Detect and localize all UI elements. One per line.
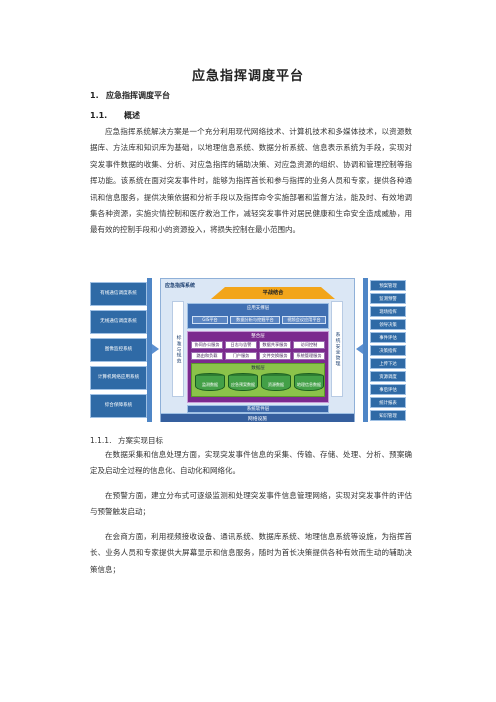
database-label: 资源数据 xyxy=(261,376,291,391)
data-zone-label: 数据层 xyxy=(251,366,265,371)
database-icon: 地理信息数据 xyxy=(294,373,324,393)
right-arrow-icon xyxy=(152,344,159,354)
goal-paragraph-warning: 在预警方面，建立分布式可逐级监测和处理突发事件信息管理网络，实现对突发事件的评估… xyxy=(90,491,412,517)
system-architecture-box: 应急指挥系统 平战结合 标准与规范 系统安全管理 应用支撑层 GIS平台 数据分… xyxy=(160,278,355,422)
right-functions-column: 预案管理 监测预警 现场指挥 领导决策 事件评估 决策指挥 上传下达 资源调度 … xyxy=(370,278,406,422)
left-arrow-icon xyxy=(356,344,363,354)
app-chip: 视频会议应用平台 xyxy=(282,316,326,324)
left-system-box: 综合保障系统 xyxy=(90,394,147,418)
database-label: 地理信息数据 xyxy=(294,376,324,391)
app-chip: 数据分析与挖掘平台 xyxy=(230,316,280,324)
database-label: 监测数据 xyxy=(195,376,225,391)
function-box: 监测预警 xyxy=(370,293,406,304)
service-chip: 文件交换服务 xyxy=(259,352,291,360)
goal-paragraph-data: 在数据采集和信息处理方面，实现突发事件信息的采集、传输、存储、处理、分析、预案确… xyxy=(90,450,412,476)
function-box: 统计报表 xyxy=(370,397,406,408)
heading-3-number: 1.1.1. xyxy=(90,436,112,445)
service-chip: 系统管理服务 xyxy=(293,352,325,360)
heading-3: 1.1.1. 方案实现目标 xyxy=(90,435,163,446)
database-label: 应急预案数据 xyxy=(228,376,258,391)
heading-1: 1. 应急指挥调度平台 xyxy=(90,90,170,101)
heading-3-text: 方案实现目标 xyxy=(118,436,163,445)
function-box: 预案管理 xyxy=(370,280,406,291)
service-chip: 数据共享服务 xyxy=(259,341,291,349)
roof-shape xyxy=(211,287,335,299)
page-title: 应急指挥调度平台 xyxy=(191,69,304,84)
database-icon: 监测数据 xyxy=(195,373,225,393)
system-title: 应急指挥系统 xyxy=(165,283,196,289)
overview-paragraph: 应急指挥系统解决方案是一个充分利用现代网络技术、计算机技术和多媒体技术，以资源数… xyxy=(90,127,412,235)
network-infrastructure-layer: 网络设施 xyxy=(161,413,354,422)
left-system-box: 图像监控系统 xyxy=(90,338,147,362)
heading-1-number: 1. xyxy=(90,91,99,100)
left-connector-bar xyxy=(147,278,152,422)
service-chip: 协同办公服务 xyxy=(191,341,223,349)
left-system-box: 无线通信调度系统 xyxy=(90,310,147,334)
service-chip: 门户服务 xyxy=(225,352,257,360)
left-systems-column: 有线通信调度系统 无线通信调度系统 图像监控系统 计算机网络应用系统 综合保障系… xyxy=(90,278,147,422)
roof-label: 平战结合 xyxy=(262,290,284,296)
function-box: 事件评估 xyxy=(370,332,406,343)
heading-2-text: 概述 xyxy=(124,111,140,120)
function-box: 知识管理 xyxy=(370,410,406,421)
standards-panel: 标准与规范 xyxy=(172,301,184,397)
database-icon: 应急预案数据 xyxy=(228,373,258,393)
heading-2-number: 1.1. xyxy=(90,111,108,120)
function-box: 上传下达 xyxy=(370,358,406,369)
heading-2: 1.1. 概述 xyxy=(90,110,140,121)
function-box: 资源调度 xyxy=(370,371,406,382)
integration-layer: 整合层 协同办公服务 日志与告警 数据共享服务 访问控制 路由和负载 门户服务 … xyxy=(187,331,329,403)
service-chip: 日志与告警 xyxy=(225,341,257,349)
app-support-layer: 应用支撑层 GIS平台 数据分析与挖掘平台 视频会议应用平台 xyxy=(187,303,329,329)
system-software-layer: 系统软件层 xyxy=(187,405,329,413)
data-zone: 数据层 监测数据 应急预案数据 资源数据 地理信息数据 xyxy=(191,363,325,397)
left-system-box: 计算机网络应用系统 xyxy=(90,366,147,390)
app-chip: GIS平台 xyxy=(192,316,228,324)
database-icon: 资源数据 xyxy=(261,373,291,393)
architecture-diagram: 有线通信调度系统 无线通信调度系统 图像监控系统 计算机网络应用系统 综合保障系… xyxy=(90,278,406,422)
service-chip: 路由和负载 xyxy=(191,352,223,360)
function-box: 领导决策 xyxy=(370,319,406,330)
goal-paragraph-consultation: 在会商方面，利用视频接收设备、通讯系统、数据库系统、地理信息系统等设施，为指挥首… xyxy=(90,532,412,574)
left-system-box: 有线通信调度系统 xyxy=(90,282,147,306)
function-box: 决策指挥 xyxy=(370,345,406,356)
service-chip: 访问控制 xyxy=(293,341,325,349)
function-box: 事后评估 xyxy=(370,384,406,395)
heading-1-text: 应急指挥调度平台 xyxy=(106,91,170,100)
app-support-label: 应用支撑层 xyxy=(246,306,270,311)
right-connector-bar xyxy=(363,278,368,422)
integration-layer-label: 整合层 xyxy=(251,334,265,339)
security-panel: 系统安全管理 xyxy=(331,301,343,397)
function-box: 现场指挥 xyxy=(370,306,406,317)
